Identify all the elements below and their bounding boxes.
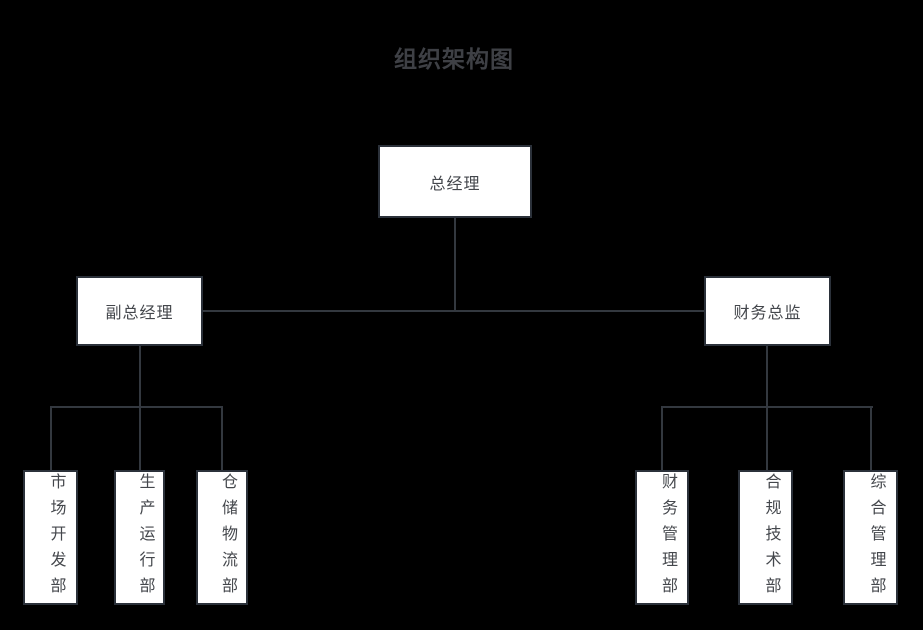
node-general-management-dept-label: 综合管理部 bbox=[867, 472, 885, 603]
node-warehouse-logistics-dept-label: 仓储物流部 bbox=[219, 472, 236, 603]
node-finance-management-dept: 财务管理部 bbox=[635, 470, 689, 605]
node-general-manager: 总经理 bbox=[378, 145, 532, 218]
node-production-operation-dept-label: 生产运行部 bbox=[136, 472, 154, 603]
connector-drop-compliance-tech bbox=[766, 406, 768, 470]
connector-drop-finance-mgmt bbox=[661, 406, 663, 470]
node-warehouse-logistics-dept: 仓储物流部 bbox=[196, 470, 248, 605]
connector-deputy-gm-vertical bbox=[139, 344, 141, 408]
node-finance-management-dept-label: 财务管理部 bbox=[659, 472, 676, 603]
node-compliance-technology-dept-label: 合规技术部 bbox=[762, 472, 780, 603]
node-production-operation-dept: 生产运行部 bbox=[114, 470, 165, 605]
connector-drop-market-dev bbox=[50, 406, 52, 470]
node-general-manager-label: 总经理 bbox=[429, 175, 481, 193]
connector-drop-general-mgmt bbox=[870, 406, 872, 470]
node-market-development-dept: 市场开发部 bbox=[23, 470, 78, 605]
node-general-management-dept: 综合管理部 bbox=[843, 470, 898, 605]
node-finance-director: 财务总监 bbox=[704, 276, 831, 346]
node-market-development-dept-label: 市场开发部 bbox=[47, 472, 65, 603]
node-deputy-general-manager: 副总经理 bbox=[76, 276, 203, 346]
connector-root-vertical bbox=[454, 218, 456, 311]
page-title: 组织架构图 bbox=[394, 46, 514, 72]
node-deputy-general-manager-label: 副总经理 bbox=[105, 305, 174, 322]
connector-left-branch-horizontal bbox=[50, 406, 223, 408]
node-compliance-technology-dept: 合规技术部 bbox=[738, 470, 793, 605]
connector-level2-horizontal bbox=[202, 310, 705, 312]
node-finance-director-label: 财务总监 bbox=[733, 305, 802, 322]
connector-drop-warehouse-logistics bbox=[221, 406, 223, 470]
connector-drop-production-ops bbox=[139, 406, 141, 470]
connector-finance-director-vertical bbox=[766, 344, 768, 408]
